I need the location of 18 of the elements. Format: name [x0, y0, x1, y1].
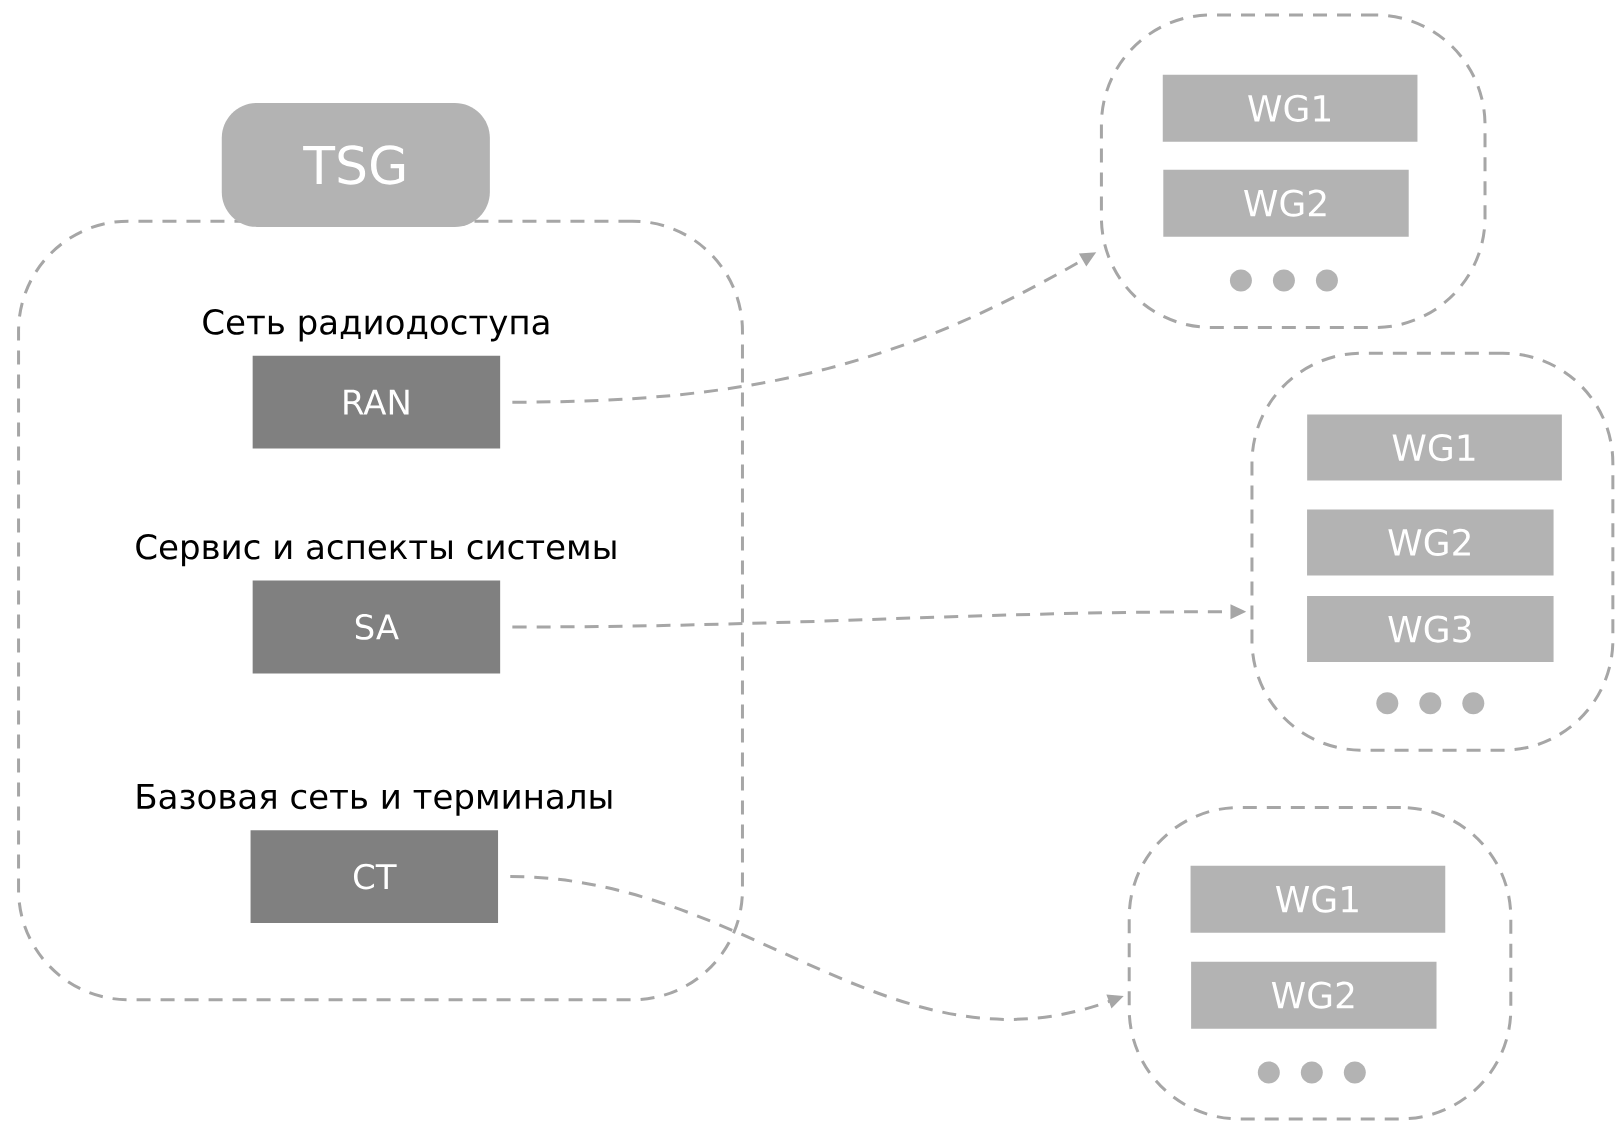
group-heading: Сервис и аспекты системы: [136, 533, 616, 567]
group-box: CT: [250, 830, 499, 923]
working-group-box: WG1: [1307, 414, 1562, 481]
group-heading: Базовая сеть и терминалы: [137, 783, 612, 816]
group-box: SA: [252, 580, 501, 674]
dashed-group-outline: [1127, 806, 1513, 1121]
group-box: RAN: [252, 355, 501, 449]
dashed-group-outline: [17, 219, 744, 1002]
group-heading: Сеть радиодоступа: [203, 309, 549, 342]
working-group-box: WG1: [1162, 74, 1418, 142]
working-group-box: WG3: [1307, 596, 1554, 663]
working-group-box: WG2: [1307, 509, 1554, 576]
working-group-box: WG2: [1163, 169, 1409, 237]
working-group-box: WG1: [1190, 865, 1446, 933]
tsg-cloud: TSG: [221, 103, 490, 227]
dashed-group-outline: [1099, 13, 1487, 329]
working-group-box: WG2: [1191, 961, 1437, 1029]
dashed-group-outline: [1250, 351, 1615, 752]
